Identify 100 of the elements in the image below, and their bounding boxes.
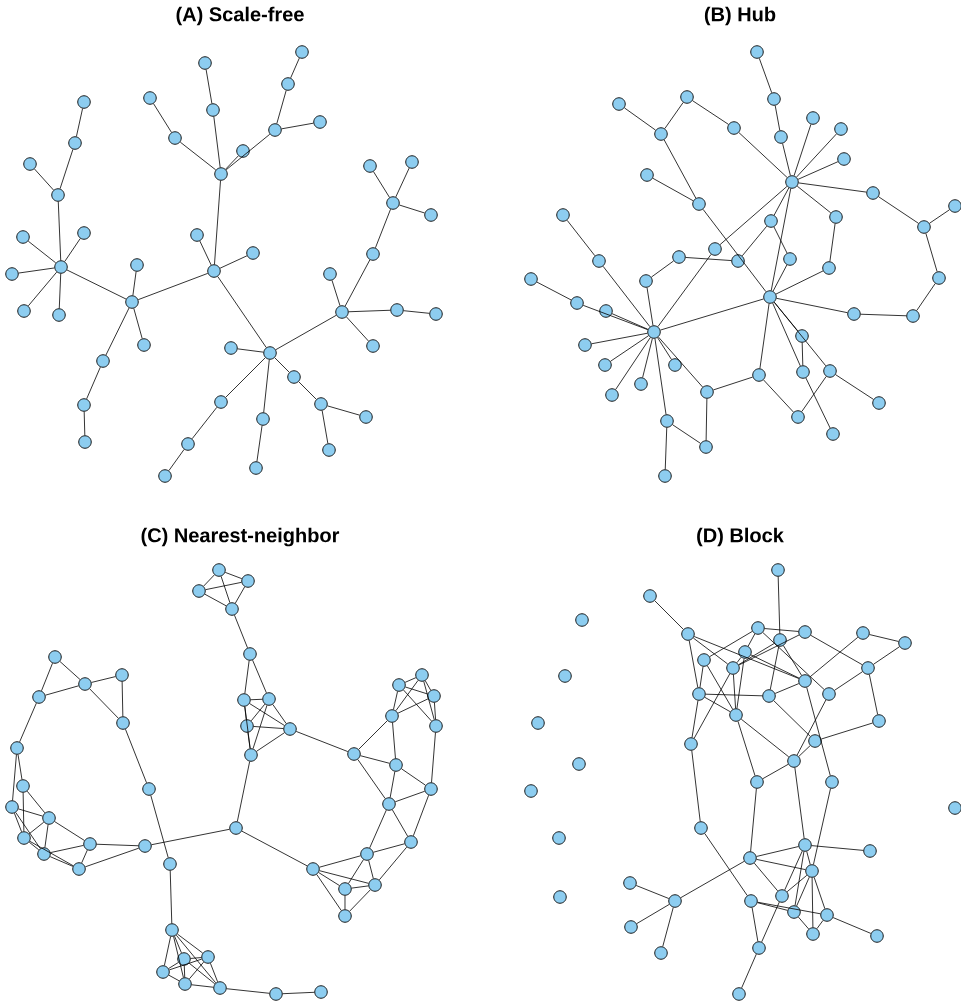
edge-line [176,933,204,954]
edge-line [281,122,314,130]
network-node [820,908,834,922]
network-node [181,437,195,451]
edge-line [566,219,596,257]
edge-line [806,851,811,865]
edge-line [44,824,49,848]
edge-line [759,303,770,369]
edge-line [769,646,780,690]
edge-line [34,168,54,191]
edge-line [796,699,827,756]
network-node [727,121,741,135]
edge-line [168,449,185,471]
edge-line [797,161,839,180]
network-node [752,941,766,955]
edge-line [431,732,436,783]
edge-line [688,640,699,688]
network-node [805,864,819,878]
network-node [198,56,212,70]
network-node [948,199,961,213]
network-node [347,747,361,761]
network-node [623,876,637,890]
network-node [700,385,714,399]
edge-line [401,768,426,786]
network-node [48,650,62,664]
network-node [738,645,752,659]
edge-line [405,686,428,695]
network-node [948,801,961,815]
network-node [201,950,215,964]
edge-line [358,720,388,750]
network-node [731,254,745,268]
network-node [917,220,931,234]
network-node [389,758,403,772]
network-node [429,719,443,733]
edge-line [220,575,231,604]
network-node [558,669,572,683]
network-node [37,847,51,861]
network-node [806,927,820,941]
edge-line [348,309,391,313]
network-node [773,633,787,647]
edge-line [327,405,360,416]
edge-line [252,659,267,694]
panel-title: (C) Nearest-neighbor [141,527,340,547]
network-node [654,127,668,141]
network-node [524,272,538,286]
edge-line [829,223,836,262]
edge-line [758,57,773,94]
edge-line [646,287,654,326]
network-node [774,130,788,144]
edge-line [423,681,435,720]
edge-line [28,821,45,835]
edge-line [373,843,405,853]
network-node [552,831,566,845]
edge-line [636,904,670,924]
edge-line [816,920,824,929]
network-node [680,90,694,104]
network-node [281,77,295,91]
edge-line [12,754,17,801]
edge-line [705,398,708,441]
edge-line [761,901,780,943]
network-node [752,368,766,382]
network-node [338,909,352,923]
network-node [837,152,851,166]
network-node [314,985,328,999]
edge-line [404,677,417,683]
network-node [263,346,277,360]
panel-title: (B) Hub [704,6,776,26]
edge-line [736,656,742,664]
edge-line [321,410,329,444]
edge-line [762,632,825,690]
edge-line [183,965,186,978]
network-node [306,862,320,876]
network-node [51,188,65,202]
edge-line [190,957,202,959]
edge-line [691,700,699,738]
edge-line [611,313,649,330]
edge-line [737,721,756,776]
edge-line [582,304,649,331]
network-node [672,250,686,264]
edge-line [150,795,169,858]
edge-line [244,706,251,749]
edge-line [712,376,754,391]
network-node [77,95,91,109]
network-node [212,563,226,577]
edge-line [392,722,396,759]
edge-line [738,643,775,665]
edge-line [375,208,391,249]
network-node [906,309,920,323]
network-node [363,159,377,173]
network-node [764,214,778,228]
network-node [366,339,380,353]
edge-line [27,271,58,307]
edge-line [536,281,572,301]
edge-line [756,859,806,871]
network-node [694,821,708,835]
network-node [360,847,374,861]
edge-line [773,700,811,737]
network-node [783,252,797,266]
network-node [78,677,92,691]
network-node [165,923,179,937]
